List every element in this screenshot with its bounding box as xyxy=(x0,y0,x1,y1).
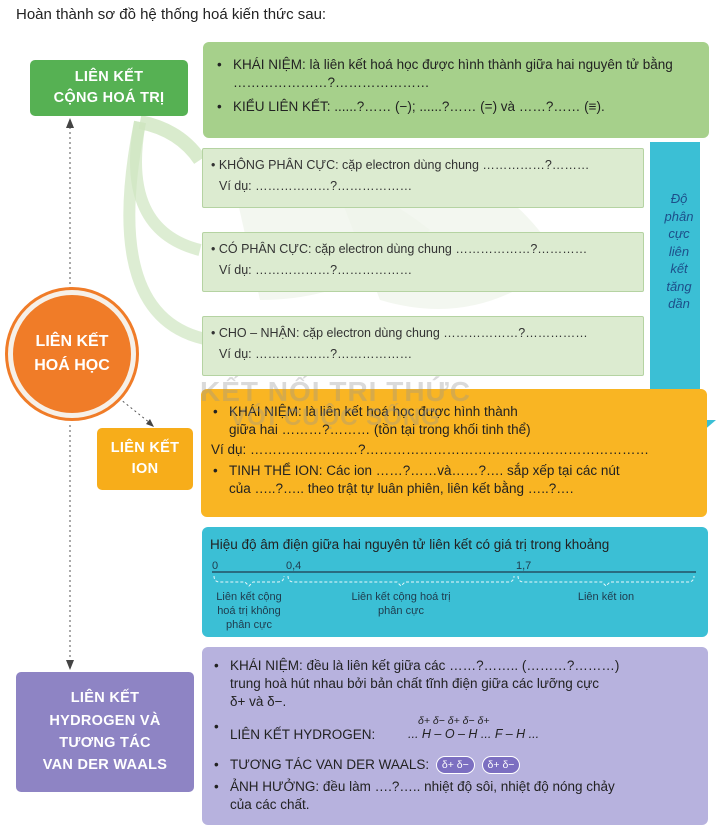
watermark: KẾT NỐI TRI THỨC VỚI CUỘC SỐNG xyxy=(200,376,471,431)
covalent-types: •KIỂU LIÊN KẾT: ......?…… (−); ......?……… xyxy=(217,99,605,115)
hvdw-concept-2: trung hoà hút nhau bởi bản chất tĩnh điệ… xyxy=(230,676,600,692)
electronegativity-heading: Hiệu độ âm điện giữa hai nguyên tử liên … xyxy=(210,537,610,552)
polarity-arrow xyxy=(635,142,716,455)
ionic-concept: •KHÁI NIỆM: là liên kết hoá học được hìn… xyxy=(213,404,518,419)
ionic-crystal: •TINH THỂ ION: Các ion ……?……và……?…. sắp … xyxy=(213,462,620,478)
scale-tick-label: 0,4 xyxy=(286,560,301,572)
scale-tick-label: 1,7 xyxy=(516,560,531,572)
ionic-concept-2: giữa hai ………?……… (tồn tại trong khối tin… xyxy=(229,422,531,438)
page-title: Hoàn thành sơ đồ hệ thống hoá kiến thức … xyxy=(16,6,327,23)
range-brace xyxy=(517,575,695,587)
ionic-crystal-2: của …..?….. theo trật tự luân phiên, liê… xyxy=(229,480,574,496)
covalent-definition-box: •KHÁI NIỆM: là liên kết hoá học được hìn… xyxy=(203,42,709,138)
ionic-box: •KHÁI NIỆM: là liên kết hoá học được hìn… xyxy=(201,389,707,517)
scale-tick-label: 0 xyxy=(212,560,218,572)
range-label: hoá trị không xyxy=(217,605,281,617)
electronegativity-box: Hiệu độ âm điện giữa hai nguyên tử liên … xyxy=(202,527,708,637)
range-label: phân cực xyxy=(378,605,424,617)
ionic-example: Ví dụ: ……………………?……………………………………………………… xyxy=(211,442,650,458)
hydrogen-vdw-box: •KHÁI NIỆM: đều là liên kết giữa các ……?… xyxy=(202,647,708,825)
range-label: phân cực xyxy=(226,619,272,631)
range-label: Liên kết cộng xyxy=(216,591,281,603)
nonpolar-box: • KHÔNG PHÂN CỰC: cặp electron dùng chun… xyxy=(202,148,644,208)
effect-line: •ẢNH HƯỞNG: đều làm ….?….. nhiệt độ sôi,… xyxy=(214,779,615,795)
hvdw-concept-3: δ+ và δ−. xyxy=(230,694,287,710)
range-brace xyxy=(287,575,515,587)
dipole-pill-1: δ+ δ− xyxy=(435,756,475,775)
range-label: Liên kết cộng hoá trị xyxy=(351,591,450,603)
vdw-line: •TƯƠNG TÁC VAN DER WAALS: δ+ δ− δ+ δ− xyxy=(212,756,696,775)
range-brace xyxy=(213,575,285,587)
hydrogen-formula: ... H – O – H ... F – H ... xyxy=(408,726,540,741)
hvdw-concept: •KHÁI NIỆM: đều là liên kết giữa các ……?… xyxy=(214,658,620,673)
hydrogen-bond-line: • LIÊN KẾT HYDROGEN: δ+ δ− δ+ δ− δ+ ... … xyxy=(214,714,540,742)
coordinate-box: • CHO – NHẬN: cặp electron dùng chung ……… xyxy=(202,316,644,376)
hydrogen-charges: δ+ δ− δ+ δ− δ+ xyxy=(418,714,490,727)
curve-arrow-1 xyxy=(138,115,206,165)
covalent-concept: •KHÁI NIỆM: là liên kết hoá học được hìn… xyxy=(217,57,673,91)
polar-box: • CÓ PHÂN CỰC: cặp electron dùng chung …… xyxy=(202,232,644,292)
dipole-pill-2: δ+ δ− xyxy=(481,756,521,775)
effect-line-2: của các chất. xyxy=(230,797,310,813)
range-label: Liên kết ion xyxy=(578,591,634,603)
label-hydrogen-vdw: LIÊN KẾT HYDROGEN VÀ TƯƠNG TÁC VAN DER W… xyxy=(16,672,194,792)
